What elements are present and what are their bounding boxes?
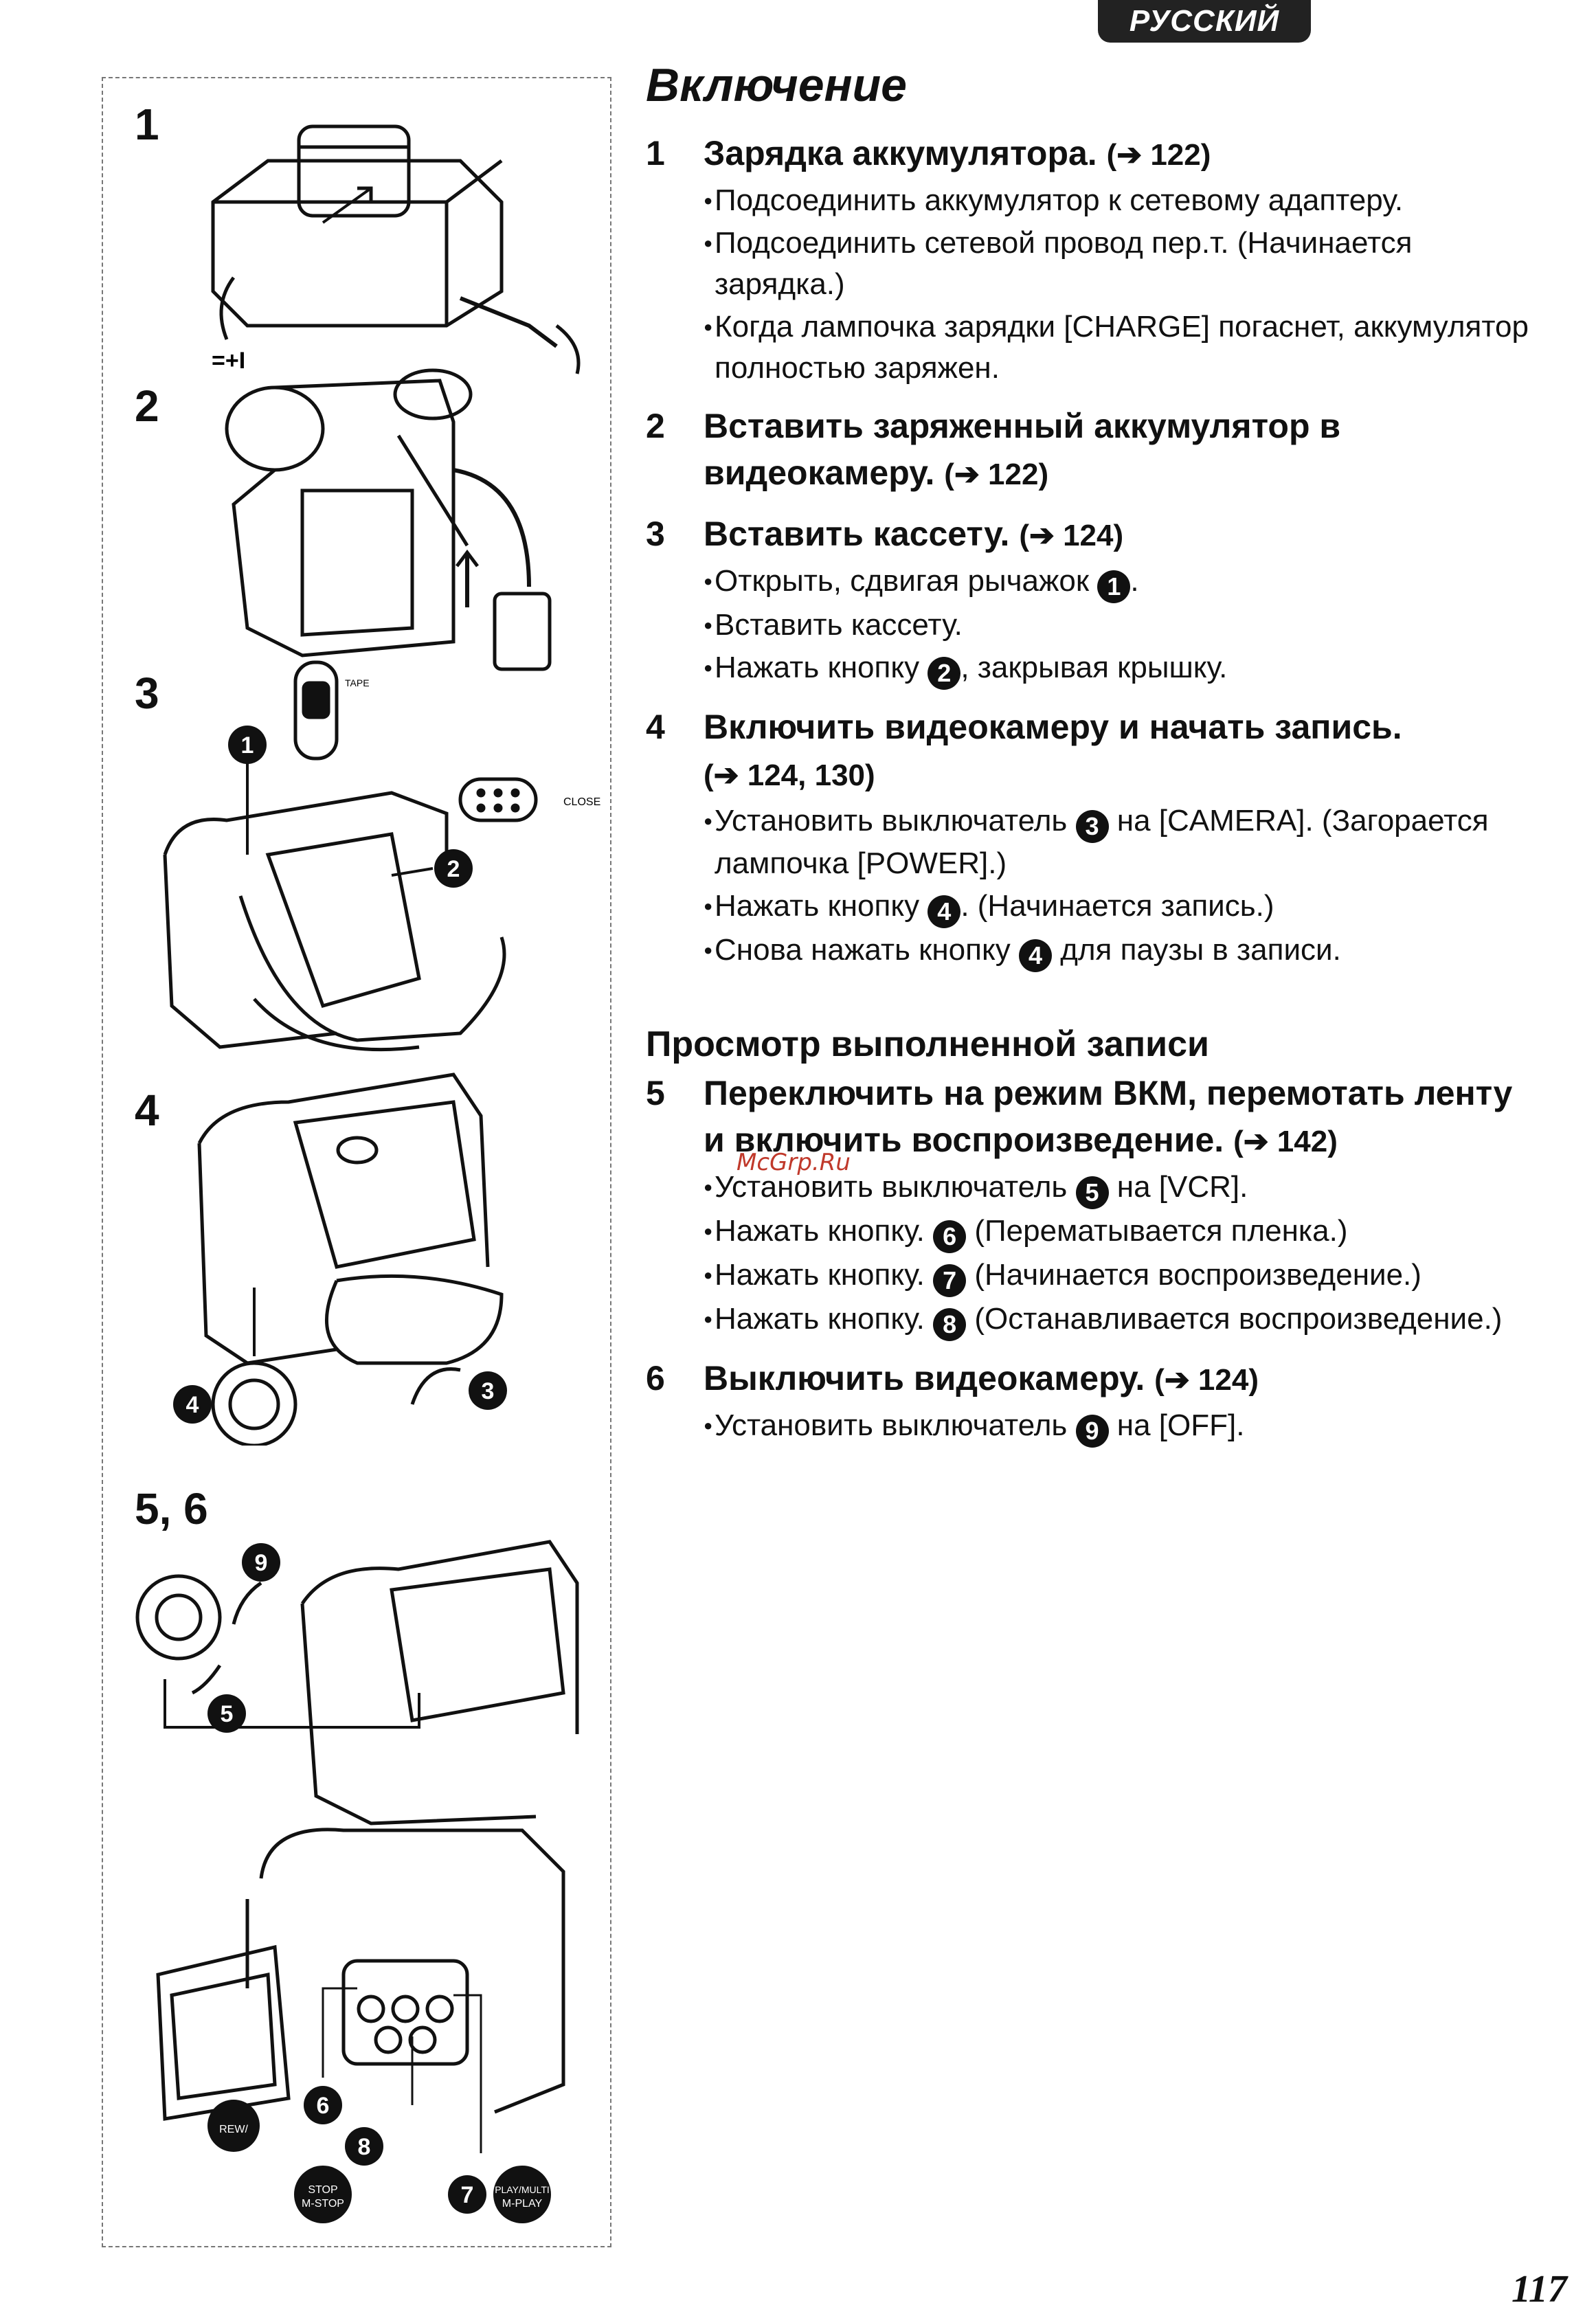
page-reference: (➔ 142) [1233, 1125, 1338, 1158]
play-button-label-1: PLAY/MULTI [495, 2184, 550, 2195]
bullet: Нажать кнопку 4. (Начинается запись.) [646, 886, 1539, 928]
playback-buttons-illustration: REW/ STOP M-STOP PLAY/MULTI M-PLAY 6 8 7 [156, 1828, 565, 2223]
step-number: 2 [646, 407, 665, 445]
step-text: Вставить заряженный аккумулятор в видеок… [704, 407, 1341, 492]
step-6: 6 Выключить видеокамеру. (➔ 124) [646, 1355, 1539, 1404]
step-text: Включить видеокамеру и начать запись. [704, 708, 1402, 746]
marker-4-text: 4 [186, 1392, 199, 1418]
illustration-panel: 1 2 3 4 5, 6 =+I [102, 77, 611, 2247]
bullet: Открыть, сдвигая рычажок 1. [646, 561, 1539, 603]
step-number: 5 [646, 1074, 665, 1112]
rew-button-label: REW/ [219, 2124, 248, 2135]
play-button [493, 2166, 551, 2223]
step-number: 6 [646, 1359, 665, 1397]
page-number: 117 [1511, 2268, 1567, 2311]
step-1: 1 Зарядка аккумулятора. (➔ 122) [646, 130, 1539, 179]
play-button-label-2: M-PLAY [502, 2198, 543, 2210]
stop-button [294, 2166, 352, 2223]
bullet: Снова нажать кнопку 4 для паузы в записи… [646, 930, 1539, 972]
step-text: Выключить видеокамеру. [704, 1359, 1145, 1397]
watermark: McGrp.Ru [737, 1149, 851, 1176]
marker-6-text: 6 [317, 2093, 330, 2119]
marker-1-circle [228, 726, 267, 764]
bullet: Подсоединить аккумулятор к сетевому адап… [646, 180, 1539, 221]
marker-2-text: 2 [447, 856, 460, 882]
marker-icon: 5 [1075, 1176, 1109, 1209]
marker-8-text: 8 [358, 2134, 371, 2160]
marker-1-text: 1 [241, 732, 254, 759]
marker-7-circle [448, 2175, 486, 2214]
instructions-column: Включение 1 Зарядка аккумулятора. (➔ 122… [646, 58, 1539, 1449]
marker-8-circle [345, 2127, 383, 2166]
page-reference: (➔ 122) [1106, 138, 1211, 172]
page-reference: (➔ 122) [944, 458, 1049, 491]
switch-close-label: CLOSE [563, 796, 600, 808]
marker-icon: 4 [928, 895, 961, 928]
bullet: Нажать кнопку 2, закрывая крышку. [646, 647, 1539, 690]
bullet: Когда лампочка зарядки [CHARGE] погаснет… [646, 306, 1539, 389]
vcr-mode-illustration: 9 5 [135, 1540, 579, 1826]
marker-icon: 1 [1097, 570, 1131, 603]
step-5: 5 Переключить на режим ВКМ, перемотать л… [646, 1070, 1539, 1165]
rew-button [207, 2100, 260, 2152]
illustration-label-1: 1 [135, 100, 159, 149]
marker-2-circle [434, 849, 473, 888]
cassette-insert-illustration: TAPE CLOSE 1 2 [163, 660, 600, 1052]
battery-insert-illustration [225, 368, 552, 671]
illustration-label-5-6: 5, 6 [135, 1484, 208, 1534]
stop-button-label-1: STOP [308, 2184, 337, 2196]
page-reference: (➔ 124, 130) [704, 759, 875, 792]
illustration-label-2: 2 [135, 381, 159, 431]
illustration-label-3: 3 [135, 669, 159, 718]
bullet: Вставить кассету. [646, 605, 1539, 646]
marker-icon: 3 [1075, 810, 1109, 843]
page-title: Включение [646, 59, 907, 111]
power-on-illustration: 4 3 [173, 1072, 507, 1446]
bullet: Нажать кнопку. 6 (Перематывается пленка.… [646, 1211, 1539, 1253]
marker-7-text: 7 [461, 2182, 474, 2208]
page-reference: (➔ 124) [1019, 519, 1124, 552]
marker-9-text: 9 [255, 1550, 268, 1576]
bullet: Подсоединить сетевой провод пер.т. (Начи… [646, 223, 1539, 305]
marker-icon: 4 [1018, 939, 1052, 972]
marker-6-circle [304, 2086, 342, 2124]
marker-icon: 9 [1075, 1415, 1109, 1448]
language-badge: РУССКИЙ ЯЗЫК [1098, 0, 1311, 80]
step-text: Вставить кассету. [704, 515, 1010, 553]
stop-button-label-2: M-STOP [302, 2198, 344, 2210]
section-heading: Просмотр выполненной записи [646, 1024, 1210, 1064]
step-number: 1 [646, 134, 665, 172]
step-number: 4 [646, 708, 665, 746]
marker-5-text: 5 [221, 1701, 234, 1727]
bullet: Установить выключатель 9 на [OFF]. [646, 1405, 1539, 1448]
marker-9-circle [242, 1543, 280, 1582]
marker-icon: 8 [933, 1308, 967, 1341]
bullet: Нажать кнопку. 7 (Начинается воспроизвед… [646, 1255, 1539, 1297]
illustration-label-4: 4 [135, 1086, 159, 1135]
marker-4-circle [173, 1385, 212, 1424]
marker-icon: 2 [928, 657, 961, 690]
marker-icon: 6 [933, 1220, 967, 1253]
page-reference: (➔ 124) [1154, 1363, 1259, 1397]
marker-icon: 7 [933, 1264, 967, 1297]
charger-symbol: =+I [212, 348, 245, 374]
step-2: 2 Вставить заряженный аккумулятор в виде… [646, 403, 1539, 498]
marker-3-circle [469, 1371, 507, 1410]
bullet: Установить выключатель 3 на [CAMERA]. (З… [646, 800, 1539, 884]
bullet: Установить выключатель 5 на [VCR]. [646, 1167, 1539, 1209]
step-3: 3 Вставить кассету. (➔ 124) [646, 510, 1539, 559]
step-4: 4 Включить видеокамеру и начать запись. (… [646, 704, 1539, 799]
switch-tape-label: TAPE [345, 677, 370, 688]
charger-illustration: =+I [211, 124, 581, 374]
marker-5-circle [207, 1694, 246, 1733]
step-number: 3 [646, 515, 665, 553]
bullet: Нажать кнопку. 8 (Останавливается воспро… [646, 1299, 1539, 1341]
marker-3-text: 3 [482, 1378, 495, 1404]
step-text: Переключить на режим ВКМ, перемотать лен… [704, 1074, 1513, 1159]
step-text: Зарядка аккумулятора. [704, 134, 1097, 172]
